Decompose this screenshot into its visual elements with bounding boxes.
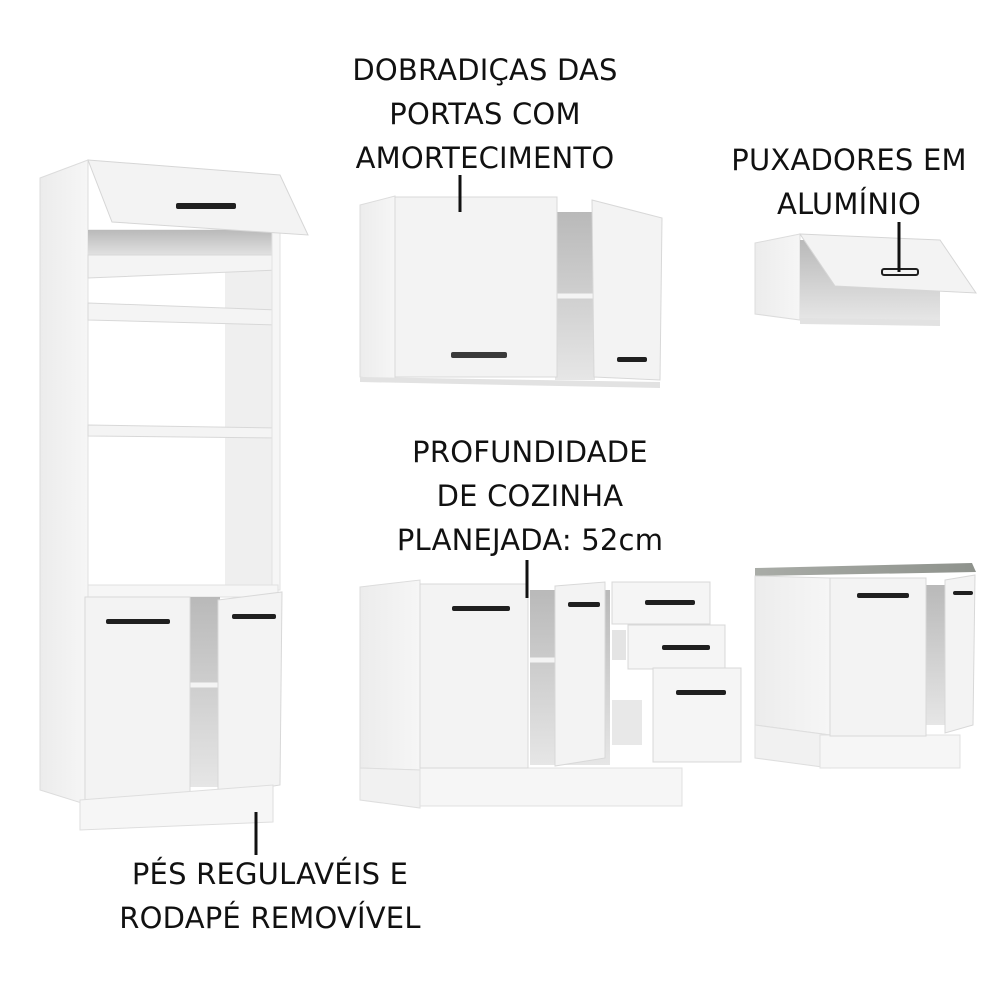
door-left <box>419 583 529 769</box>
handle-icon <box>645 600 695 605</box>
plinth <box>819 734 961 769</box>
door-right <box>554 581 606 767</box>
handle-icon <box>857 593 909 598</box>
plinth <box>419 767 683 807</box>
door-left <box>84 596 191 801</box>
handle-icon <box>953 591 973 595</box>
handle-icon <box>452 606 510 611</box>
callout-depth-line-2: DE COZINHA <box>436 479 624 513</box>
callout-depth-line-1: PROFUNDIDADE <box>412 435 648 469</box>
handle-icon <box>568 602 600 607</box>
plinth <box>79 784 274 831</box>
handle-icon <box>662 645 710 650</box>
handle-icon <box>451 352 507 358</box>
callout-feet-line-2: RODAPÉ REMOVÍVEL <box>119 901 421 935</box>
door-right <box>944 574 976 734</box>
handle-icon <box>232 614 276 619</box>
callout-feet: PÉS REGULAVÉIS E RODAPÉ REMOVÍVEL <box>110 852 430 940</box>
door-left <box>394 196 558 378</box>
callout-handles: PUXADORES EM ALUMÍNIO <box>718 138 980 226</box>
handle-icon <box>176 203 236 209</box>
handle-icon <box>106 619 170 624</box>
door-right <box>591 199 663 381</box>
countertop <box>755 563 976 576</box>
base-cabinet-countertop <box>754 563 976 769</box>
tall-oven-tower <box>39 159 309 831</box>
callout-feet-line-1: PÉS REGULAVÉIS E <box>131 857 409 891</box>
door-right <box>217 591 283 796</box>
door-left <box>829 577 927 737</box>
callout-handles-line-2: ALUMÍNIO <box>776 187 922 221</box>
base-cabinet-drawers <box>359 579 742 809</box>
flip-up-door <box>87 159 309 236</box>
callout-hinges-line-3: AMORTECIMENTO <box>355 141 615 175</box>
wall-cabinet-flip-up <box>754 233 977 326</box>
drawer-3 <box>652 667 742 763</box>
wall-cabinet-2-doors <box>359 195 663 388</box>
callout-hinges-line-1: DOBRADIÇAS DAS <box>352 53 618 87</box>
callout-depth: PROFUNDIDADE DE COZINHA PLANEJADA: 52cm <box>380 430 680 562</box>
callout-hinges-line-2: PORTAS COM <box>389 97 581 131</box>
handle-icon <box>617 357 647 362</box>
flip-up-door <box>799 233 977 294</box>
handle-icon <box>676 690 726 695</box>
callout-hinges: DOBRADIÇAS DAS PORTAS COM AMORTECIMENTO <box>340 48 630 180</box>
callout-handles-line-1: PUXADORES EM <box>731 143 967 177</box>
callout-depth-line-3: PLANEJADA: 52cm <box>396 523 664 557</box>
